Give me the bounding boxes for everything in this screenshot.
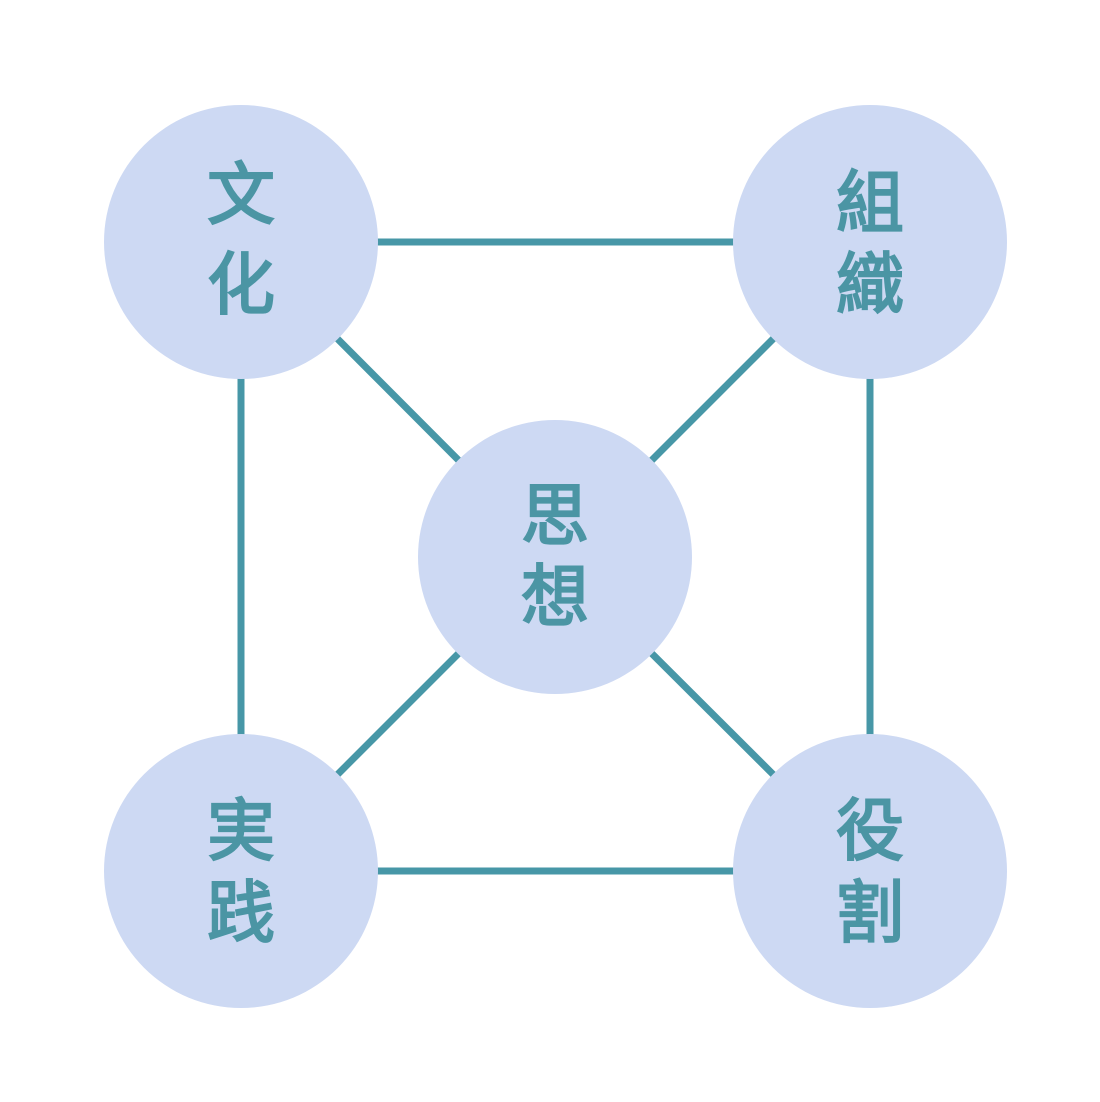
node-thought-label-line-2: 想	[521, 559, 589, 638]
node-thought-circle	[418, 420, 692, 694]
node-practice-circle	[104, 734, 378, 1008]
node-culture: 文 化	[104, 105, 378, 379]
node-practice-label-line-2: 践	[207, 875, 275, 954]
node-organization-label-line-1: 組	[836, 165, 904, 244]
node-culture-label-line-1: 文	[207, 157, 275, 236]
node-role-label-line-1: 役	[836, 793, 904, 872]
node-culture-label-line-2: 化	[207, 247, 275, 326]
node-role: 役 割	[733, 734, 1007, 1008]
node-thought: 思 想	[418, 420, 692, 694]
node-organization: 組 織	[733, 105, 1007, 379]
node-organization-circle	[733, 105, 1007, 379]
node-role-label-line-2: 割	[836, 875, 904, 954]
node-culture-circle	[104, 105, 378, 379]
node-practice: 実 践	[104, 734, 378, 1008]
node-organization-label-line-2: 織	[836, 247, 904, 326]
node-thought-label-line-1: 思	[521, 478, 589, 557]
node-role-circle	[733, 734, 1007, 1008]
node-practice-label-line-1: 実	[207, 793, 275, 872]
